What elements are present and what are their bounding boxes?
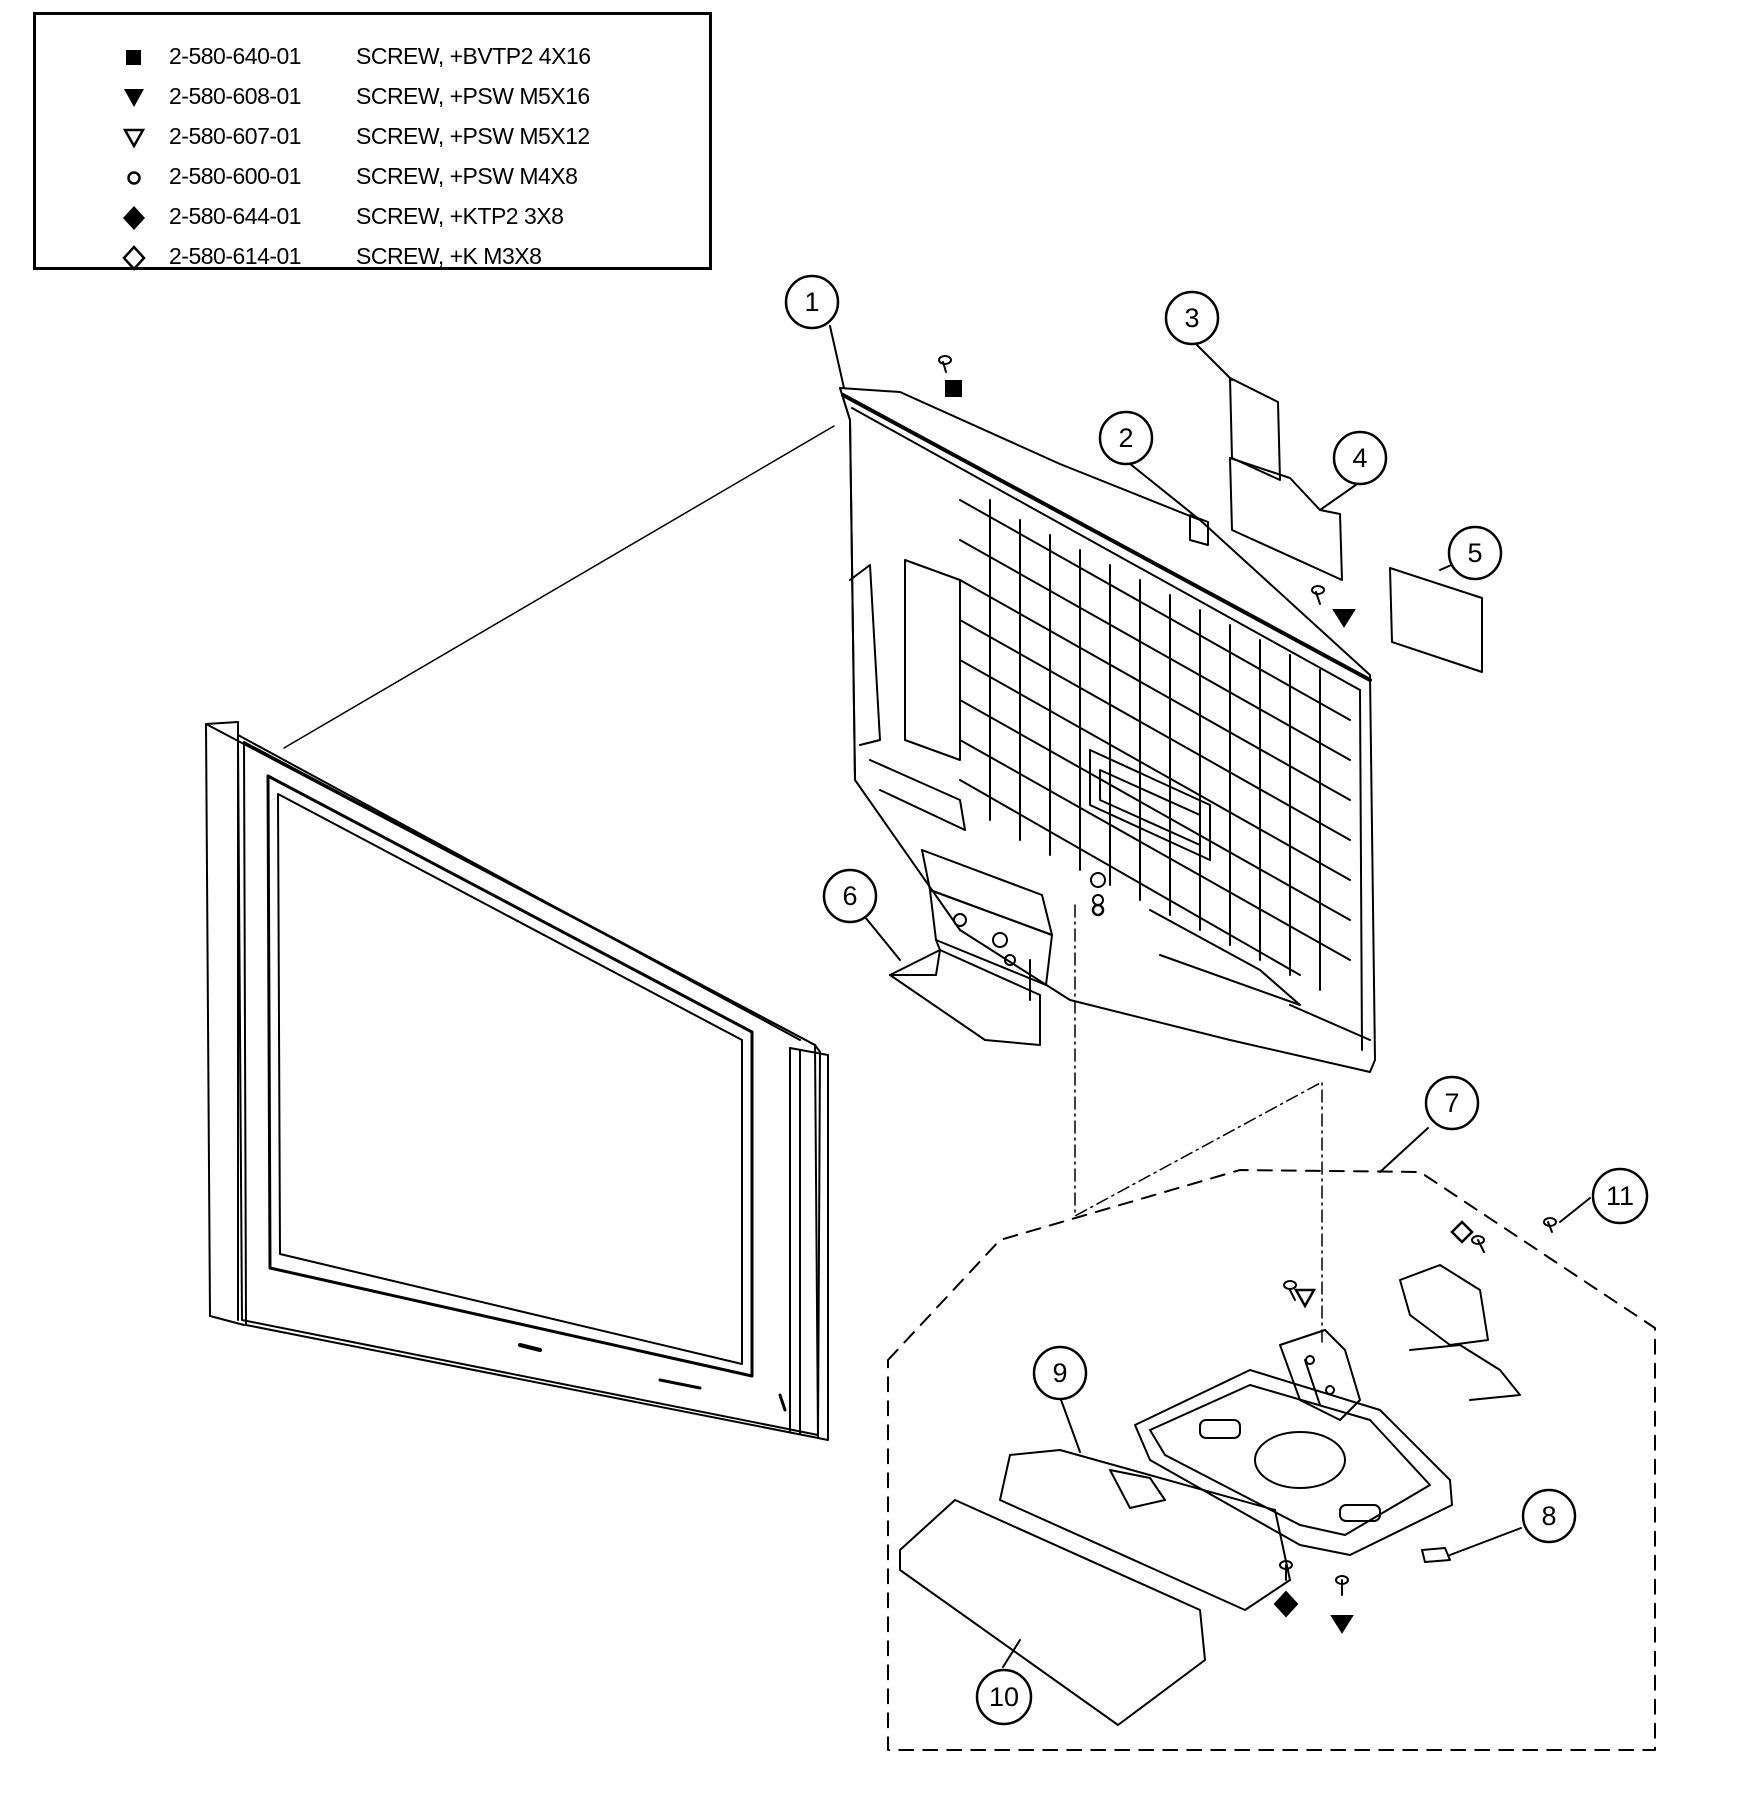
hollow-diamond-icon	[1450, 1220, 1474, 1244]
hollow-circle-icon	[127, 171, 141, 185]
hollow-triangle-down-icon	[1293, 1288, 1317, 1309]
front-bezel	[205, 721, 829, 1441]
screw-legend: 2-580-640-01 SCREW, +BVTP2 4X16 2-580-60…	[33, 12, 712, 271]
stand-bracket-6	[889, 849, 1053, 1046]
callout-number: 8	[1541, 1501, 1556, 1531]
legend-row: 2-580-600-01 SCREW, +PSW M4X8	[36, 161, 709, 195]
legend-description: SCREW, +KTP2 3X8	[356, 203, 564, 229]
callout-number: 11	[1606, 1181, 1634, 1211]
label-sheet-5	[1389, 567, 1483, 673]
callout-number: 5	[1467, 538, 1482, 568]
leader-line	[1123, 458, 1201, 521]
legend-description: SCREW, +PSW M5X12	[356, 123, 590, 149]
legend-row: 2-580-607-01 SCREW, +PSW M5X12	[36, 121, 709, 155]
hollow-diamond-icon	[122, 245, 146, 271]
legend-description: SCREW, +PSW M4X8	[356, 163, 578, 189]
callout-circle	[1332, 430, 1388, 486]
hollow-circle-icon	[1091, 903, 1105, 917]
callout-number: 10	[989, 1682, 1019, 1712]
guide-line	[1074, 904, 1323, 1347]
filled-triangle-down-icon	[1332, 609, 1356, 628]
filled-square-icon	[126, 50, 141, 65]
screw	[1471, 1235, 1485, 1253]
screw	[1283, 1280, 1297, 1301]
label-sheet-4	[1229, 457, 1343, 581]
stand-neck	[1279, 1329, 1361, 1421]
legend-part-number: 2-580-644-01	[169, 203, 302, 229]
legend-row: 2-580-644-01 SCREW, +KTP2 3X8	[36, 201, 709, 235]
callout-circle	[1098, 410, 1154, 466]
callout-number: 4	[1352, 443, 1367, 473]
legend-row: 2-580-608-01 SCREW, +PSW M5X16	[36, 81, 709, 115]
callout-number: 1	[804, 287, 819, 317]
callout-circle	[784, 274, 840, 330]
filled-square-icon	[945, 380, 962, 397]
callout-circle	[1447, 525, 1503, 581]
leader-line	[1189, 337, 1233, 381]
callout-number: 7	[1444, 1088, 1459, 1118]
callout-number: 2	[1118, 423, 1133, 453]
callout-circle	[822, 868, 878, 924]
callout-circle	[1164, 290, 1220, 346]
screw	[1279, 1560, 1293, 1581]
rear-cover	[839, 387, 1376, 1073]
leader-line	[1379, 1127, 1429, 1173]
stand-cover-10	[899, 1499, 1206, 1726]
guide-line	[283, 425, 835, 749]
leader-line	[1059, 1396, 1081, 1453]
leader-line	[829, 325, 845, 389]
callout-number: 3	[1184, 303, 1199, 333]
hinge-bracket	[1399, 1264, 1521, 1401]
leader-line	[1319, 481, 1361, 511]
clip-2	[1189, 514, 1209, 546]
stand-cover-9	[999, 1449, 1291, 1611]
screw	[1311, 585, 1325, 605]
filled-triangle-down-icon	[1330, 1615, 1354, 1634]
legend-part-number: 2-580-608-01	[169, 83, 302, 109]
leader-line	[1449, 1527, 1522, 1556]
leader-line	[1559, 1197, 1591, 1223]
legend-row: 2-580-614-01 SCREW, +K M3X8	[36, 241, 709, 275]
pad-8	[1421, 1547, 1451, 1563]
screw	[1335, 1575, 1349, 1596]
stand-base-plate	[1134, 1369, 1453, 1556]
screw	[1090, 872, 1106, 906]
legend-row: 2-580-640-01 SCREW, +BVTP2 4X16	[36, 41, 709, 75]
legend-description: SCREW, +BVTP2 4X16	[356, 43, 591, 69]
hollow-triangle-down-icon	[122, 128, 146, 149]
legend-part-number: 2-580-600-01	[169, 163, 302, 189]
callout-circle	[975, 1668, 1033, 1726]
callout-circle	[1591, 1167, 1649, 1225]
screw	[938, 355, 952, 373]
filled-triangle-down-icon	[124, 89, 144, 107]
stand-assembly-boundary	[887, 1169, 1656, 1751]
label-sheet-3	[1229, 377, 1281, 481]
screw	[1543, 1217, 1557, 1233]
filled-diamond-icon	[1273, 1590, 1299, 1618]
callout-circle	[1032, 1345, 1088, 1401]
legend-part-number: 2-580-640-01	[169, 43, 302, 69]
legend-description: SCREW, +K M3X8	[356, 243, 542, 269]
filled-diamond-icon	[123, 206, 145, 230]
leader-line	[1002, 1639, 1021, 1668]
callout-number: 6	[842, 881, 857, 911]
legend-part-number: 2-580-614-01	[169, 243, 302, 269]
legend-description: SCREW, +PSW M5X16	[356, 83, 590, 109]
callout-circle	[1521, 1488, 1577, 1544]
callout-number: 9	[1052, 1358, 1067, 1388]
legend-part-number: 2-580-607-01	[169, 123, 302, 149]
callout-circle	[1424, 1075, 1480, 1131]
